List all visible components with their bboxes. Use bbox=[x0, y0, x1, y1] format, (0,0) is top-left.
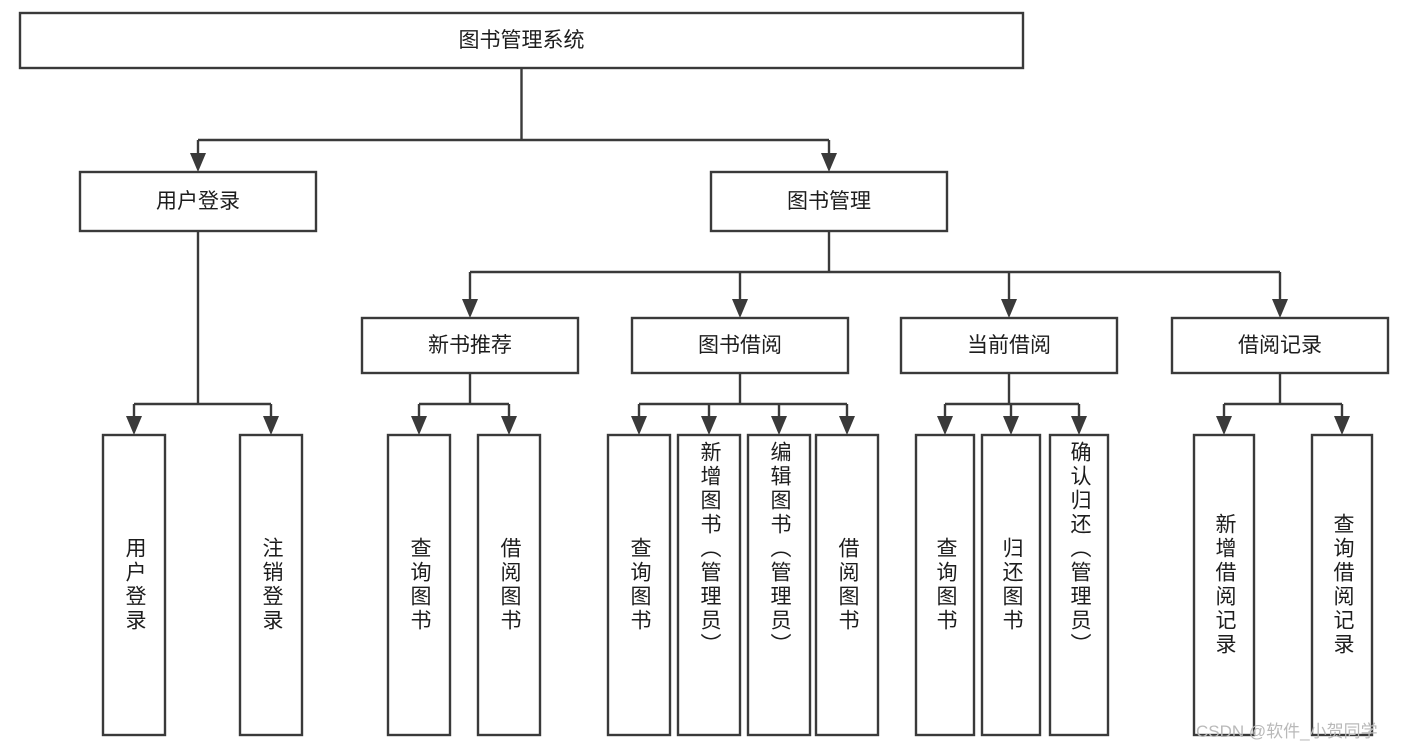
csdn-watermark: CSDN @软件_小贺同学 bbox=[1196, 722, 1378, 741]
edge-bookmanage-split-arrow-1 bbox=[732, 299, 748, 318]
node-box-leaf-confirm-return-admin[interactable] bbox=[1048, 433, 1110, 737]
edge-bookborrow-split-arrow-1 bbox=[701, 416, 717, 435]
node-box-borrow-record[interactable] bbox=[1170, 316, 1390, 375]
node-box-leaf-query-borrow-record[interactable] bbox=[1310, 433, 1374, 737]
edge-bookmanage-split-arrow-0 bbox=[462, 299, 478, 318]
edge-currentborrow-split-arrow-1 bbox=[1003, 416, 1019, 435]
node-label-book-borrow: 图书借阅 bbox=[698, 334, 782, 357]
edge-bookborrow-split-arrow-0 bbox=[631, 416, 647, 435]
node-box-leaf-borrow-book-rec[interactable] bbox=[476, 433, 542, 737]
node-label-book-manage: 图书管理 bbox=[787, 190, 871, 213]
node-box-user-login[interactable] bbox=[78, 170, 318, 233]
node-label-user-login: 用户登录 bbox=[156, 190, 240, 213]
connector-layer bbox=[126, 68, 1350, 435]
edge-bookmanage-split-arrow-2 bbox=[1001, 299, 1017, 318]
node-label-borrow-record: 借阅记录 bbox=[1238, 334, 1322, 357]
node-box-leaf-logout[interactable] bbox=[238, 433, 304, 737]
node-box-leaf-query-book-borrow[interactable] bbox=[606, 433, 672, 737]
node-box-leaf-edit-book-admin[interactable] bbox=[746, 433, 812, 737]
node-box-leaf-query-book-cur[interactable] bbox=[914, 433, 976, 737]
node-label-root: 图书管理系统 bbox=[459, 29, 585, 52]
edge-userlogin-split-arrow-0 bbox=[126, 416, 142, 435]
node-box-leaf-add-book-admin[interactable] bbox=[676, 433, 742, 737]
edge-newbook-split-arrow-1 bbox=[501, 416, 517, 435]
edge-root-split-arrow-1 bbox=[821, 153, 837, 172]
node-box-book-borrow[interactable] bbox=[630, 316, 850, 375]
node-box-new-book-recommend[interactable] bbox=[360, 316, 580, 375]
edge-currentborrow-split-arrow-2 bbox=[1071, 416, 1087, 435]
edge-currentborrow-split-arrow-0 bbox=[937, 416, 953, 435]
edge-bookborrow-split-arrow-3 bbox=[839, 416, 855, 435]
node-label-new-book-recommend: 新书推荐 bbox=[428, 334, 512, 357]
edge-userlogin-split-arrow-1 bbox=[263, 416, 279, 435]
edge-newbook-split-arrow-0 bbox=[411, 416, 427, 435]
node-box-leaf-query-book-rec[interactable] bbox=[386, 433, 452, 737]
edge-bookborrow-split-arrow-2 bbox=[771, 416, 787, 435]
edge-borrowrecord-split-arrow-1 bbox=[1334, 416, 1350, 435]
node-box-leaf-user-login[interactable] bbox=[101, 433, 167, 737]
edge-bookmanage-split-arrow-3 bbox=[1272, 299, 1288, 318]
node-box-root[interactable] bbox=[18, 11, 1025, 70]
node-box-book-manage[interactable] bbox=[709, 170, 949, 233]
node-label-current-borrow: 当前借阅 bbox=[967, 334, 1051, 357]
edge-borrowrecord-split-arrow-0 bbox=[1216, 416, 1232, 435]
edge-root-split-arrow-0 bbox=[190, 153, 206, 172]
node-box-leaf-return-book[interactable] bbox=[980, 433, 1042, 737]
node-box-leaf-add-borrow-record[interactable] bbox=[1192, 433, 1256, 737]
node-box-current-borrow[interactable] bbox=[899, 316, 1119, 375]
node-box-layer bbox=[18, 11, 1390, 737]
node-box-leaf-borrow-book[interactable] bbox=[814, 433, 880, 737]
